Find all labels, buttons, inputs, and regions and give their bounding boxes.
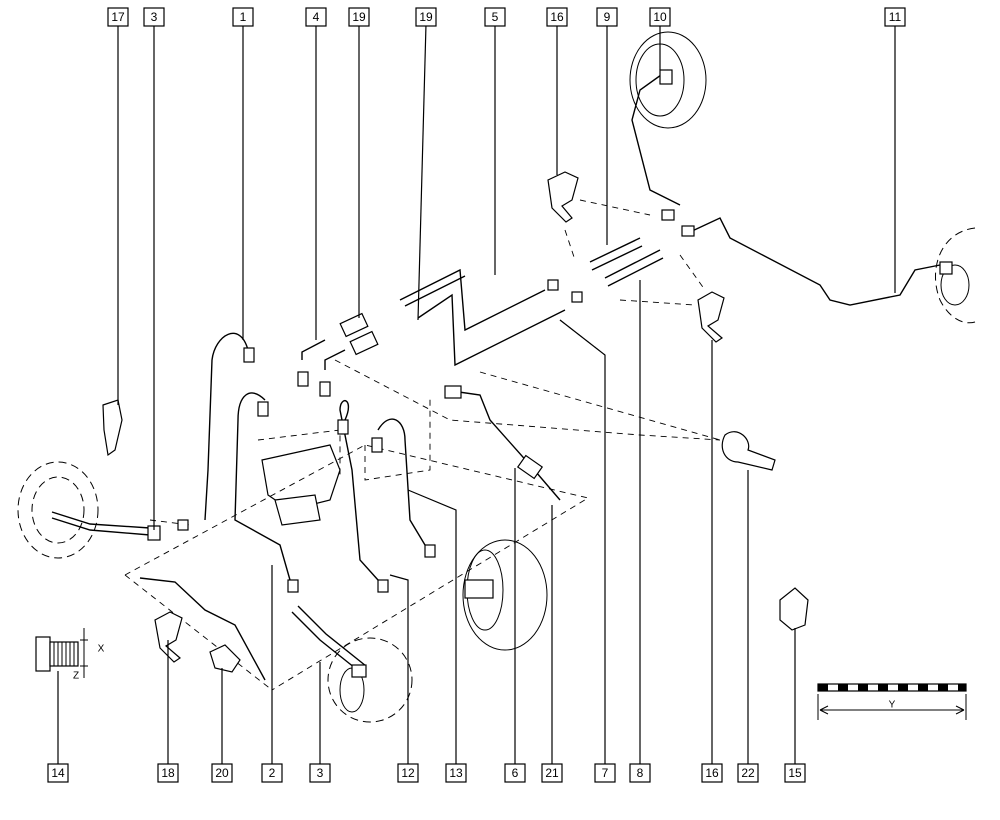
pipe-20 bbox=[139, 577, 266, 681]
svg-text:9: 9 bbox=[604, 10, 611, 24]
svg-text:3: 3 bbox=[151, 10, 158, 24]
pipe-4 bbox=[301, 339, 326, 360]
pipe-5 bbox=[399, 268, 546, 332]
leader-lines bbox=[57, 23, 896, 764]
callout-21: 21 bbox=[541, 763, 563, 783]
callout-12: 12 bbox=[397, 763, 419, 783]
pipe-10 bbox=[631, 69, 681, 206]
svg-text:20: 20 bbox=[215, 766, 229, 780]
bleed-screw-17 bbox=[102, 399, 123, 457]
bracket-16-upper bbox=[547, 171, 579, 223]
svg-text:15: 15 bbox=[788, 766, 802, 780]
callout-13: 13 bbox=[445, 763, 467, 783]
svg-text:14: 14 bbox=[51, 766, 65, 780]
callout-14: 14 bbox=[47, 763, 69, 783]
pipe-1 bbox=[204, 332, 249, 521]
wheel-front-left bbox=[17, 461, 99, 559]
brake-disc-front-right bbox=[462, 539, 548, 651]
svg-text:4: 4 bbox=[313, 10, 320, 24]
svg-text:13: 13 bbox=[449, 766, 463, 780]
callout-3-top: 3 bbox=[143, 7, 165, 27]
brackets bbox=[102, 171, 809, 673]
svg-text:18: 18 bbox=[161, 766, 175, 780]
svg-text:3: 3 bbox=[317, 766, 324, 780]
union-20 bbox=[209, 644, 241, 673]
callout-8: 8 bbox=[629, 763, 651, 783]
callout-18: 18 bbox=[157, 763, 179, 783]
pipe-7 bbox=[417, 293, 566, 367]
pipe-12 bbox=[339, 400, 379, 581]
dimension-y-label: Y bbox=[889, 700, 896, 711]
pipe-8 bbox=[604, 249, 661, 279]
pipe-2 bbox=[234, 392, 291, 581]
callout-2: 2 bbox=[261, 763, 283, 783]
callout-19-second: 19 bbox=[415, 7, 437, 27]
wheel-front-right bbox=[327, 637, 413, 723]
svg-text:19: 19 bbox=[352, 10, 366, 24]
clip-15 bbox=[779, 587, 809, 631]
callout-5: 5 bbox=[484, 7, 506, 27]
wheel-rear-right bbox=[935, 227, 976, 324]
callout-4: 4 bbox=[305, 7, 327, 27]
callout-10: 10 bbox=[649, 7, 671, 27]
pipe-9 bbox=[589, 237, 641, 263]
callout-15: 15 bbox=[784, 763, 806, 783]
bracket-18 bbox=[154, 611, 183, 663]
detail-union-14: X Z bbox=[35, 628, 105, 682]
scale-bar: Y bbox=[817, 683, 967, 720]
floor-outline bbox=[124, 199, 721, 691]
svg-text:22: 22 bbox=[741, 766, 755, 780]
callout-3-bottom: 3 bbox=[309, 763, 331, 783]
svg-text:1: 1 bbox=[240, 10, 247, 24]
svg-text:11: 11 bbox=[889, 10, 902, 24]
fittings bbox=[147, 69, 953, 678]
svg-text:21: 21 bbox=[545, 766, 559, 780]
svg-text:16: 16 bbox=[705, 766, 719, 780]
svg-text:5: 5 bbox=[492, 10, 499, 24]
svg-text:12: 12 bbox=[401, 766, 415, 780]
dimension-x-label: X bbox=[98, 644, 105, 655]
callout-17: 17 bbox=[107, 7, 129, 27]
callout-20: 20 bbox=[211, 763, 233, 783]
svg-text:10: 10 bbox=[653, 10, 667, 24]
brake-pipes bbox=[51, 69, 941, 681]
pipe-6 bbox=[444, 389, 561, 501]
master-cylinder bbox=[257, 429, 341, 526]
callout-1: 1 bbox=[232, 7, 254, 27]
pipe-11 bbox=[689, 217, 941, 306]
svg-text:6: 6 bbox=[512, 766, 519, 780]
callout-7: 7 bbox=[594, 763, 616, 783]
dimension-z-label: Z bbox=[73, 671, 79, 682]
flex-hose-3-right bbox=[291, 611, 361, 673]
svg-text:16: 16 bbox=[550, 10, 564, 24]
callout-19-first: 19 bbox=[348, 7, 370, 27]
callout-22: 22 bbox=[737, 763, 759, 783]
callout-9: 9 bbox=[596, 7, 618, 27]
callout-6: 6 bbox=[504, 763, 526, 783]
pipe-13 bbox=[377, 418, 426, 546]
svg-text:17: 17 bbox=[111, 10, 125, 24]
svg-text:2: 2 bbox=[269, 766, 276, 780]
bracket-16-lower bbox=[697, 291, 725, 343]
callout-11: 11 bbox=[884, 7, 906, 27]
flex-hose-3-left bbox=[51, 517, 151, 536]
clip-22 bbox=[721, 431, 776, 471]
svg-text:19: 19 bbox=[419, 10, 433, 24]
callout-16-bottom: 16 bbox=[701, 763, 723, 783]
svg-text:7: 7 bbox=[602, 766, 609, 780]
callout-16-top: 16 bbox=[546, 7, 568, 27]
svg-text:8: 8 bbox=[637, 766, 644, 780]
